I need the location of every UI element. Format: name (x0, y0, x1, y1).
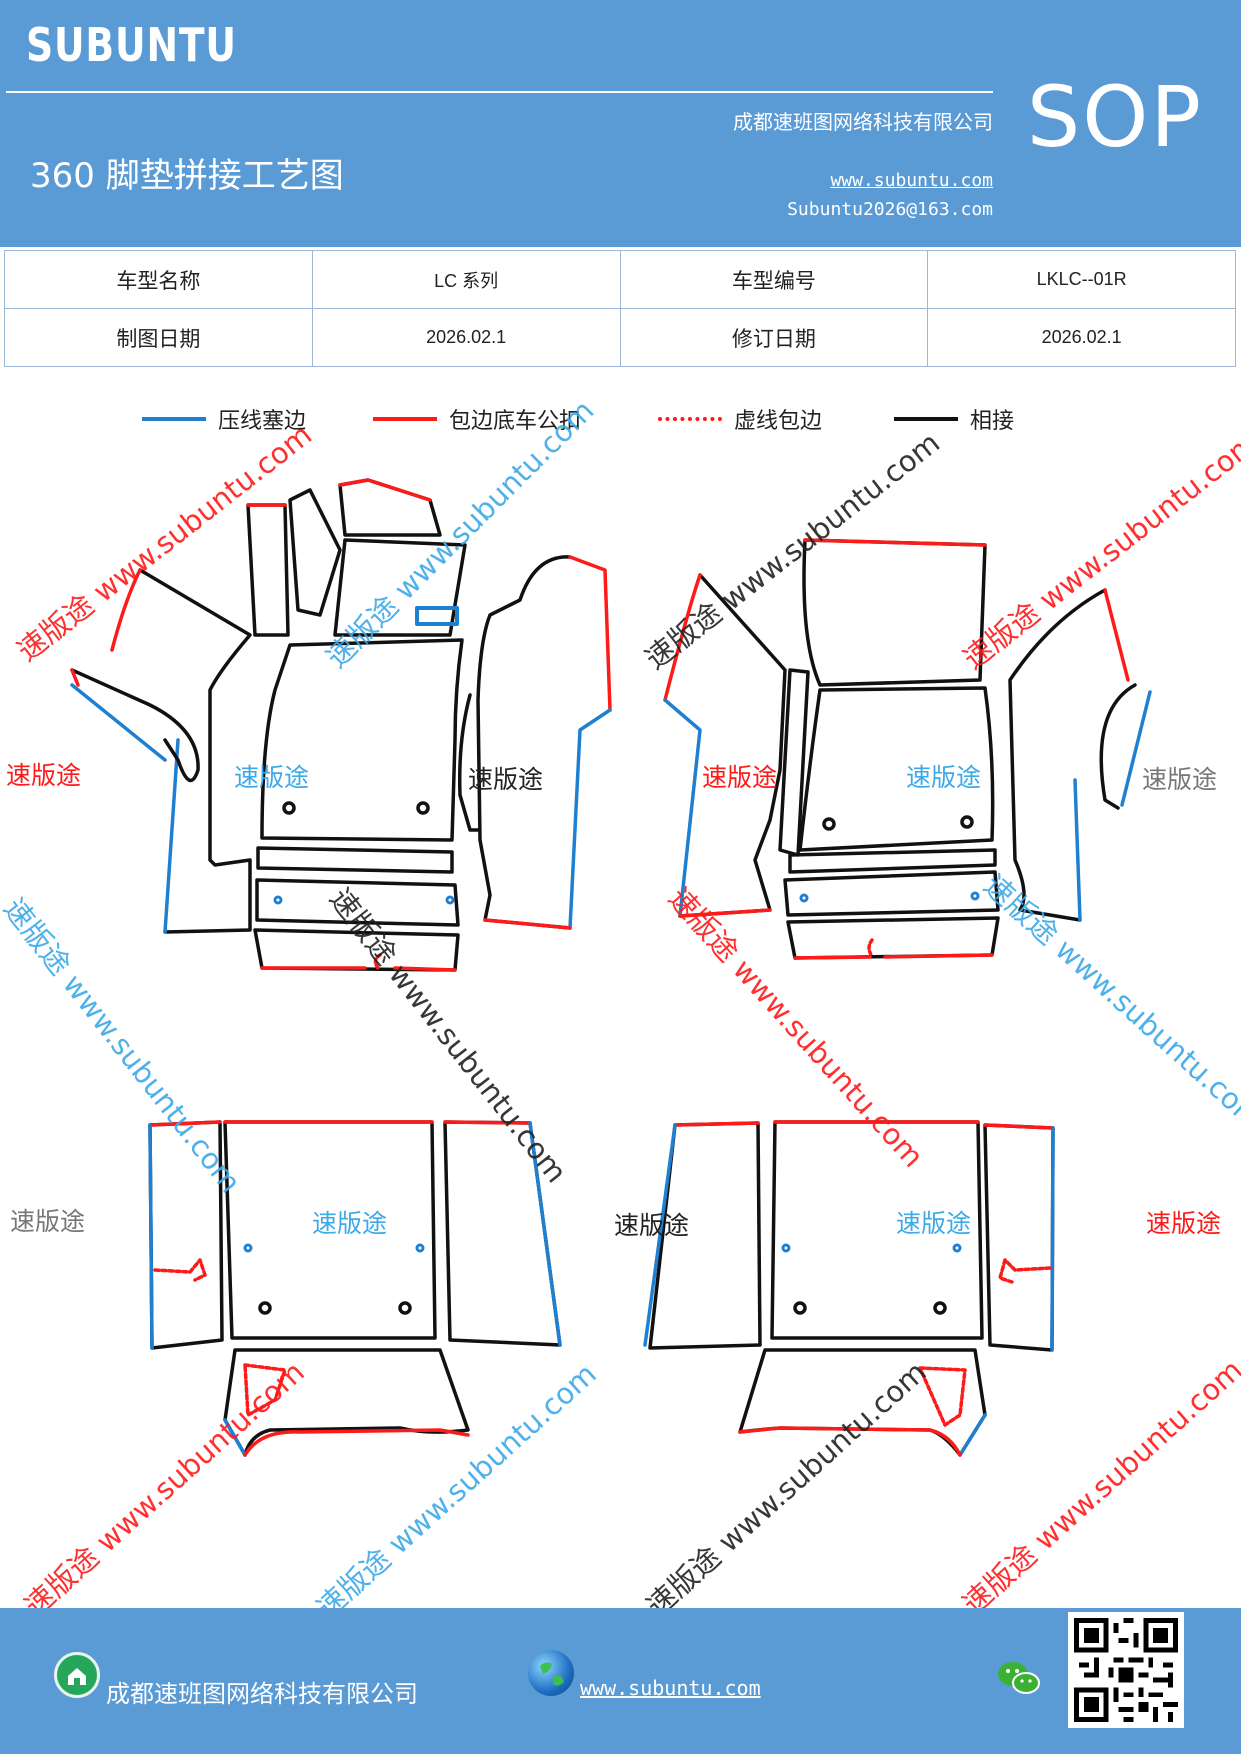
footer-website-link[interactable]: www.subuntu.com (580, 1676, 761, 1700)
legend-label: 压线塞边 (218, 409, 307, 434)
mat-set-front-right (663, 538, 1152, 960)
mat-set-front-left (70, 478, 612, 972)
mat-set-rear-left (148, 1120, 562, 1457)
watermark-brand: 速版途 (906, 763, 982, 792)
table-cell-label: 车型名称 (4, 250, 313, 309)
table-cell-label: 制图日期 (4, 308, 313, 367)
floor-mat-diagram (70, 478, 1152, 1457)
brand-logo-text: SUBUNTU (26, 18, 237, 72)
footer-company-name: 成都速班图网络科技有限公司 (106, 1680, 418, 1708)
legend-item-dotted-binding: 虚线包边 (658, 404, 822, 434)
watermark-brand: 速版途 (468, 765, 544, 794)
table-cell-value: 2026.02.1 (311, 308, 621, 367)
document-title: 360 脚垫拼接工艺图 (30, 156, 344, 196)
globe-icon (528, 1650, 574, 1696)
legend-swatch-black (894, 417, 958, 421)
table-row: 制图日期 2026.02.1 修订日期 2026.02.1 (4, 308, 1236, 367)
table-cell-value: 2026.02.1 (927, 308, 1236, 367)
header-divider (6, 91, 993, 93)
vehicle-info-table: 车型名称 LC 系列 车型编号 LKLC--01R 制图日期 2026.02.1… (4, 250, 1236, 367)
legend-label: 虚线包边 (734, 409, 823, 434)
header-banner: SUBUNTU 成都速班图网络科技有限公司 360 脚垫拼接工艺图 www.su… (0, 0, 1241, 247)
watermark-brand: 速版途 (614, 1211, 690, 1240)
qr-code[interactable] (1068, 1612, 1184, 1728)
watermark-brand: 速版途 (1142, 765, 1218, 794)
table-row: 车型名称 LC 系列 车型编号 LKLC--01R (4, 250, 1236, 309)
sop-badge: SOP (1026, 68, 1203, 166)
watermark-brand: 速版途 (10, 1207, 86, 1236)
house-icon (54, 1652, 100, 1698)
watermark-brand: 速版途 (896, 1209, 972, 1238)
watermark-brand: 速版途 (1146, 1209, 1222, 1238)
watermark-brand: 速版途 (6, 761, 82, 790)
email-address: Subuntu2026@163.com (787, 199, 993, 220)
table-cell-value: LKLC--01R (927, 250, 1236, 309)
legend-swatch-red (373, 417, 437, 421)
legend-label: 包边底车公扣 (449, 409, 582, 434)
legend-item-joined: 相接 (894, 404, 1014, 434)
footer-banner: 成都速班图网络科技有限公司 www.subuntu.com (0, 1608, 1241, 1754)
watermark-brand: 速版途 (312, 1209, 388, 1238)
table-cell-value: LC 系列 (311, 250, 621, 309)
legend-swatch-blue (142, 417, 206, 421)
company-name: 成都速班图网络科技有限公司 (733, 110, 993, 134)
website-link[interactable]: www.subuntu.com (830, 170, 993, 191)
legend-label: 相接 (970, 409, 1015, 434)
mat-set-rear-right (643, 1120, 1055, 1457)
wechat-icon[interactable] (996, 1658, 1042, 1698)
table-cell-label: 车型编号 (619, 250, 929, 309)
legend-item-press-line: 压线塞边 (142, 404, 306, 434)
watermark-brand: 速版途 (234, 763, 310, 792)
table-cell-label: 修订日期 (619, 308, 929, 367)
watermark-brand: 速版途 (702, 763, 778, 792)
legend-item-binding: 包边底车公扣 (373, 404, 581, 434)
legend-swatch-red-dotted (658, 417, 722, 421)
